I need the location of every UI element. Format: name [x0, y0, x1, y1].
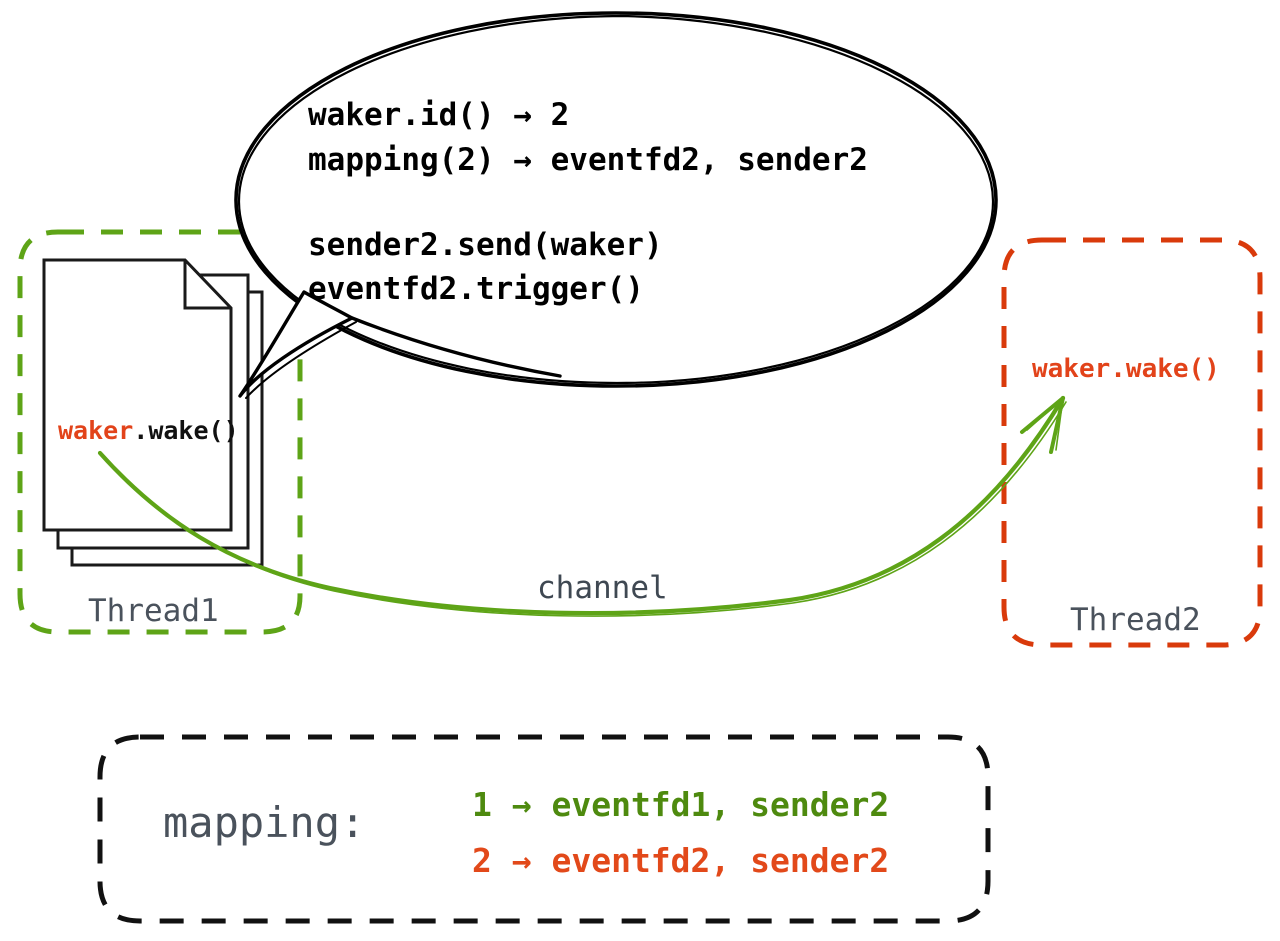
thread1-doc-text: waker.wake()	[58, 418, 239, 443]
mapping-row-2: 2 → eventfd2, sender2	[472, 841, 890, 880]
thread2-label: Thread2	[1070, 602, 1201, 638]
channel-label: channel	[537, 570, 668, 606]
bubble-line-5: eventfd2.trigger()	[308, 271, 644, 307]
thread1-wake-call: .wake()	[133, 416, 239, 445]
channel-arrow	[97, 395, 1067, 617]
bubble-line-4: sender2.send(waker)	[308, 227, 663, 263]
thread1-label: Thread1	[88, 593, 219, 629]
mapping-row-1: 1 → eventfd1, sender2	[472, 785, 890, 824]
document-stack-icon	[42, 258, 264, 567]
thread1-waker-accent: waker	[58, 416, 134, 445]
bubble-line-1: waker.id() → 2	[308, 97, 570, 133]
thread2-boundary	[1001, 237, 1263, 648]
mapping-title: mapping:	[163, 798, 366, 847]
thought-bubble-shape	[234, 11, 998, 399]
thread2-wake-call: waker.wake()	[1032, 354, 1220, 384]
mapping-boundary	[97, 734, 991, 924]
bubble-line-2: mapping(2) → eventfd2, sender2	[308, 142, 868, 178]
